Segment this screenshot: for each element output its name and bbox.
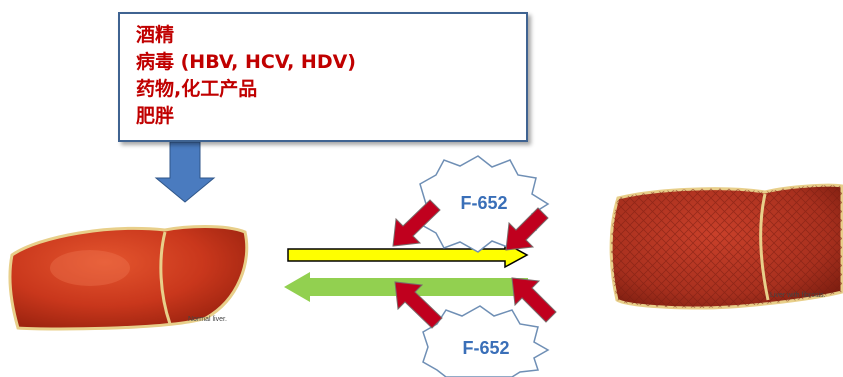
down-arrow <box>154 141 216 203</box>
normal-liver <box>8 225 249 331</box>
causes-box: 酒精 病毒 (HBV, HCV, HDV) 药物,化工产品 肥胖 <box>118 12 528 142</box>
inhibit-arrow-top-left <box>392 199 441 247</box>
fibrosis-liver-caption: Liver with fibrosis. <box>770 292 826 299</box>
normal-liver-caption: Normal liver. <box>188 316 227 323</box>
fibrosis-liver <box>609 183 843 310</box>
cause-obesity: 肥胖 <box>136 105 175 127</box>
cause-virus: 病毒 (HBV, HCV, HDV) <box>136 51 356 73</box>
f652-bottom-label: F-652 <box>462 338 510 358</box>
fibrosis-progression-arrow <box>287 241 529 269</box>
inhibit-arrow-top-right <box>505 207 549 251</box>
cause-drugs-chemicals: 药物,化工产品 <box>136 78 258 100</box>
cause-alcohol: 酒精 <box>136 24 175 46</box>
f652-bottom-badge <box>422 305 550 377</box>
inhibit-arrow-bottom-left <box>394 281 443 329</box>
inhibit-arrow-bottom-right <box>511 277 557 323</box>
f652-top-label: F-652 <box>460 193 508 213</box>
